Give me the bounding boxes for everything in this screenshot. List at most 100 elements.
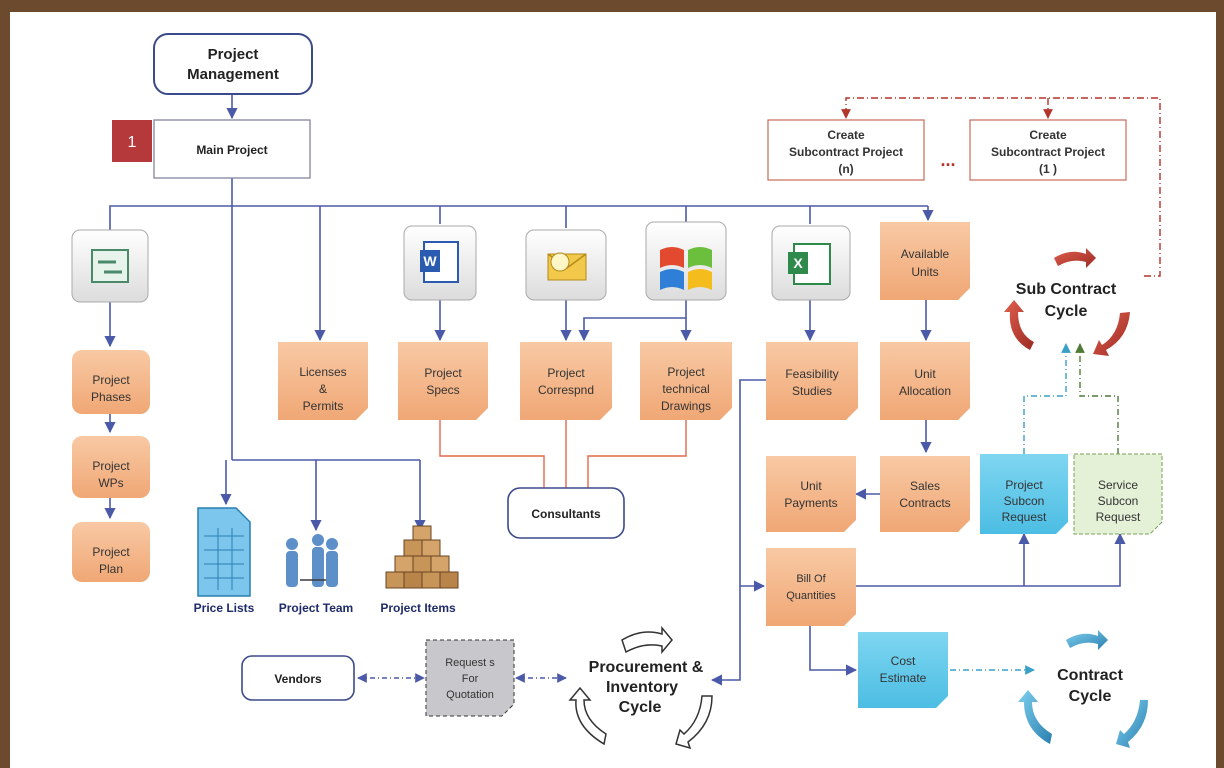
- project-team-label: Project Team: [279, 601, 353, 615]
- sub-contract-cycle-line-2: Cycle: [1045, 303, 1088, 320]
- excel-icon[interactable]: X: [771, 225, 851, 301]
- project-subcon-request-node[interactable]: Project Subcon Request: [980, 454, 1068, 534]
- vendors-node[interactable]: Vendors: [241, 655, 355, 701]
- procurement-cycle-line-3: Cycle: [619, 699, 662, 716]
- project-plan-line-2: Plan: [99, 562, 123, 576]
- bill-of-quantities-node[interactable]: Bill Of Quantities: [766, 548, 856, 626]
- dotted-connectors: [357, 97, 1161, 683]
- sales-contracts-line-2: Contracts: [899, 496, 950, 510]
- spreadsheet-icon[interactable]: [197, 507, 251, 597]
- sub-contract-cycle-arrows: [1004, 248, 1130, 356]
- contract-cycle-arrows: [1018, 630, 1148, 748]
- bill-of-quantities-line-2: Quantities: [786, 590, 836, 602]
- consultants-label: Consultants: [531, 507, 601, 521]
- price-lists-label: Price Lists: [194, 601, 255, 615]
- project-correspnd-line-1: Project: [547, 366, 585, 380]
- white-arrow-right-icon: [675, 695, 713, 750]
- red-arrow-top-icon: [1054, 248, 1096, 268]
- create-subcontract-1-line-2: Subcontract Project: [991, 145, 1105, 159]
- outlook-icon[interactable]: [525, 229, 607, 301]
- licenses-permits-line-3: Permits: [303, 399, 344, 413]
- create-subcontract-1-line-3: (1 ): [1039, 162, 1057, 176]
- sales-contracts-line-1: Sales: [910, 479, 940, 493]
- red-arrow-right-icon: [1093, 312, 1130, 356]
- request-for-quotation-node[interactable]: Request s For Quotation: [425, 639, 515, 717]
- procurement-cycle-line-1: Procurement &: [589, 659, 704, 676]
- licenses-permits-line-1: Licenses: [299, 365, 346, 379]
- create-subcontract-n-node[interactable]: Create Subcontract Project (n): [767, 119, 925, 181]
- contract-cycle-line-1: Contract: [1057, 667, 1123, 684]
- sub-contract-cycle-line-1: Sub Contract: [1016, 281, 1117, 298]
- service-subcon-line-1: Service: [1098, 478, 1138, 492]
- main-project-badge-label: 1: [128, 134, 137, 151]
- available-units-line-1: Available: [901, 247, 950, 261]
- project-correspnd-node[interactable]: Project Correspnd: [520, 342, 612, 420]
- project-management-node[interactable]: Project Management: [153, 33, 313, 95]
- feasibility-studies-node[interactable]: Feasibility Studies: [766, 342, 858, 420]
- unit-payments-line-1: Unit: [800, 479, 822, 493]
- project-subcon-line-3: Request: [1002, 510, 1047, 524]
- project-drawings-node[interactable]: Project technical Drawings: [640, 342, 732, 420]
- svg-text:X: X: [793, 255, 803, 271]
- project-phases-line-2: Phases: [91, 390, 131, 404]
- feasibility-studies-line-2: Studies: [792, 384, 832, 398]
- main-project-node[interactable]: 1 Main Project: [112, 119, 311, 179]
- unit-payments-node[interactable]: Unit Payments: [766, 456, 856, 532]
- create-subcontract-1-line-1: Create: [1029, 128, 1067, 142]
- blue-arrow-top-icon: [1066, 630, 1108, 650]
- available-units-node[interactable]: Available Units: [880, 222, 970, 300]
- consultants-node[interactable]: Consultants: [507, 487, 625, 539]
- project-specs-node[interactable]: Project Specs: [398, 342, 488, 420]
- svg-text:W: W: [423, 253, 437, 269]
- rfq-line-3: Quotation: [446, 689, 494, 701]
- create-subcontract-n-line-1: Create: [827, 128, 865, 142]
- connectors: [104, 94, 1126, 686]
- project-drawings-line-1: Project: [667, 365, 705, 379]
- available-units-line-2: Units: [911, 265, 938, 279]
- project-specs-line-2: Specs: [426, 383, 459, 397]
- project-wps-node[interactable]: Project WPs: [72, 436, 150, 498]
- subcontract-ellipsis: ...: [940, 150, 955, 170]
- bill-of-quantities-line-1: Bill Of: [796, 573, 826, 585]
- cost-estimate-line-2: Estimate: [880, 671, 927, 685]
- boxes-icon[interactable]: [385, 525, 459, 589]
- unit-payments-line-2: Payments: [784, 496, 837, 510]
- cost-estimate-node[interactable]: Cost Estimate: [858, 632, 948, 708]
- create-subcontract-1-node[interactable]: Create Subcontract Project (1 ): [969, 119, 1127, 181]
- blue-arrow-left-icon: [1018, 690, 1052, 744]
- project-plan-line-1: Project: [92, 545, 130, 559]
- procurement-cycle-line-2: Inventory: [606, 679, 678, 696]
- project-items-label: Project Items: [380, 601, 456, 615]
- project-plan-node[interactable]: Project Plan: [72, 522, 150, 582]
- windows-icon[interactable]: [645, 221, 727, 301]
- project-drawings-line-2: technical: [662, 382, 709, 396]
- feasibility-studies-line-1: Feasibility: [785, 367, 838, 381]
- rfq-line-1: Request s: [445, 657, 495, 669]
- unit-allocation-line-1: Unit: [914, 367, 936, 381]
- consultant-connectors: [439, 420, 687, 488]
- create-subcontract-n-line-3: (n): [838, 162, 853, 176]
- project-subcon-line-1: Project: [1005, 478, 1043, 492]
- project-phases-node[interactable]: Project Phases: [72, 350, 150, 414]
- contract-cycle-line-2: Cycle: [1069, 688, 1112, 705]
- red-arrow-left-icon: [1004, 300, 1034, 350]
- word-icon[interactable]: W: [403, 225, 477, 301]
- white-arrow-left-icon: [568, 686, 607, 746]
- white-arrow-top-icon: [621, 625, 673, 655]
- project-management-line-2: Management: [187, 66, 279, 83]
- service-subcon-request-node[interactable]: Service Subcon Request: [1073, 453, 1163, 535]
- main-project-badge: [112, 120, 152, 162]
- team-icon[interactable]: [286, 534, 338, 587]
- sales-contracts-node[interactable]: Sales Contracts: [880, 456, 970, 532]
- licenses-permits-node[interactable]: Licenses & Permits: [278, 342, 368, 420]
- project-icon[interactable]: [71, 229, 149, 303]
- project-phases-line-1: Project: [92, 373, 130, 387]
- unit-allocation-node[interactable]: Unit Allocation: [880, 342, 970, 420]
- project-correspnd-line-2: Correspnd: [538, 383, 594, 397]
- service-subcon-line-3: Request: [1096, 510, 1141, 524]
- service-subcon-line-2: Subcon: [1098, 494, 1139, 508]
- blue-arrow-right-icon: [1116, 700, 1148, 748]
- project-drawings-line-3: Drawings: [661, 399, 711, 413]
- project-subcon-line-2: Subcon: [1004, 494, 1045, 508]
